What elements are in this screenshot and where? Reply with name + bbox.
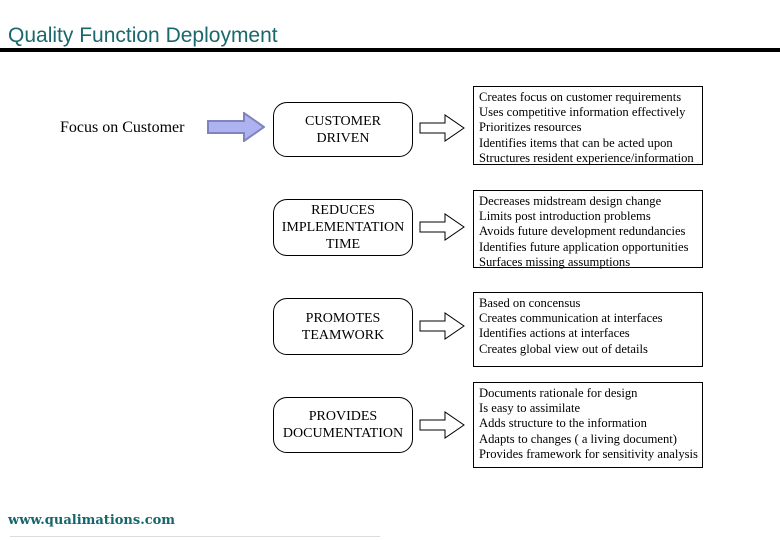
text-line: Creates focus on customer requirements — [479, 90, 682, 104]
right-arrow-icon — [419, 312, 465, 340]
text-line: Prioritizes resources — [479, 120, 582, 135]
stage-box-label: REDUCES IMPLEMENTATION TIME — [282, 202, 405, 253]
text-line: Identifies future application opportunit… — [479, 239, 689, 254]
text-line: Limits post introduction problems — [479, 209, 651, 224]
text-line: Documents rationale for design — [479, 386, 638, 400]
text-line: Uses competitive information effectively — [479, 105, 686, 120]
text-line: Creates global view out of details — [479, 341, 648, 356]
text-line: Adds structure to the information — [479, 416, 647, 431]
stage-box-label: PROVIDES DOCUMENTATION — [283, 408, 403, 442]
title-divider — [0, 48, 780, 52]
text-line: Provides framework for sensitivity analy… — [479, 446, 698, 461]
text-line: TEAMWORK — [301, 327, 385, 343]
text-line: Creates communication at interfaces — [479, 311, 663, 326]
stage-box-reduces-implementation-time: REDUCES IMPLEMENTATION TIME — [273, 199, 413, 256]
text-line: Identifies items that can be acted upon — [479, 135, 673, 150]
website-link[interactable]: www.qualimations.com — [8, 513, 176, 528]
intro-label: Focus on Customer — [60, 119, 185, 136]
text-line: DOCUMENTATION — [282, 426, 404, 441]
right-arrow-icon — [419, 114, 465, 142]
text-line: Structures resident experience/informati… — [479, 150, 694, 165]
text-line: REDUCES — [311, 203, 375, 218]
flow-arrow-icon — [207, 112, 265, 142]
text-line: Based on concensus — [479, 296, 581, 310]
text-line: Identifies actions at interfaces — [479, 326, 630, 341]
text-line: PROMOTES — [305, 310, 381, 326]
text-line: Avoids future development redundancies — [479, 224, 686, 239]
text-line: DRIVEN — [316, 130, 370, 146]
text-line: PROVIDES — [308, 409, 378, 424]
text-line: TIME — [325, 237, 361, 252]
page-title: Quality Function Deployment — [8, 24, 278, 47]
text-line: CUSTOMER — [305, 113, 381, 129]
text-line: Surfaces missing assumptions — [479, 254, 631, 269]
text-line: IMPLEMENTATION — [281, 220, 405, 235]
footer-divider — [10, 536, 380, 537]
text-line: Adapts to changes ( a living document) — [479, 431, 677, 446]
text-line: Decreases midstream design change — [479, 194, 662, 208]
text-line: Is easy to assimilate — [479, 401, 581, 416]
right-arrow-icon — [419, 213, 465, 241]
stage-box-provides-documentation: PROVIDES DOCUMENTATION — [273, 397, 413, 453]
right-arrow-icon — [419, 411, 465, 439]
